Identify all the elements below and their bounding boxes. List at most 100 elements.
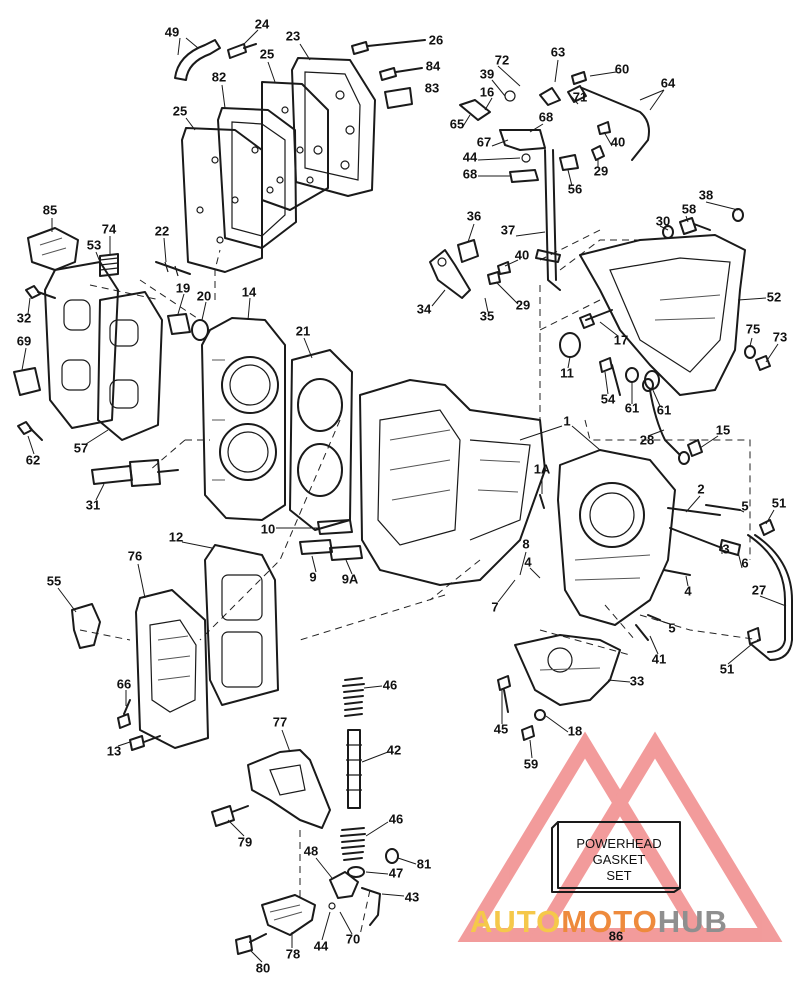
exhaust-cover-plate-23 [291,57,376,197]
callout-3: 3 [722,541,729,556]
hose-27 [747,534,793,661]
gasket-kit-line-2: GASKET [593,852,646,867]
callout-24: 24 [255,16,270,31]
callout-44: 44 [314,938,329,953]
callout-42: 42 [387,742,401,757]
callout-39: 39 [480,66,494,81]
screws-66-13 [117,699,161,751]
screw-80 [235,933,267,955]
cover-plate-53 [44,261,119,429]
callout-59: 59 [524,756,538,771]
callout-27: 27 [752,582,766,597]
dowel-pins-10-9-9A [299,519,363,561]
screws-45-18-59 [497,675,546,741]
callout-68: 68 [539,109,553,124]
callout-85: 85 [43,202,57,217]
callout-51: 51 [772,495,786,510]
bracket-85 [27,227,79,271]
watermark-auto: AUTO [470,904,561,939]
gasket-kit-box: POWERHEAD GASKET SET [551,821,681,893]
callout-21: 21 [296,323,310,338]
watermark-moto: MOTO [561,904,657,939]
ground-strap-28 [642,378,690,465]
callout-68: 68 [463,166,477,181]
lever-43-48 [328,871,381,926]
adapter-plate-76 [135,589,209,749]
callout-54: 54 [601,391,616,406]
callout-18: 18 [568,723,582,738]
callout-74: 74 [102,221,117,236]
callout-20: 20 [197,288,211,303]
callout-62: 62 [26,452,40,467]
screw-32 [25,285,56,299]
callout-29: 29 [516,297,530,312]
callout-26: 26 [429,32,443,47]
callout-61: 61 [657,402,671,417]
crankcase-cover [557,449,676,626]
throttle-shaft-37 [535,149,561,291]
gasket-kit-line-1: POWERHEAD [576,836,661,851]
callout-86: 86 [609,928,623,943]
callout-73: 73 [773,329,787,344]
callout-30: 30 [656,213,670,228]
callout-70: 70 [346,931,360,946]
callout-49: 49 [165,24,179,39]
callout-60: 60 [615,61,629,76]
watermark-wordmark: AUTOMOTOHUB [470,904,727,939]
link-rod-64 [581,87,650,161]
leader-lines [21,29,787,963]
callout-22: 22 [155,223,169,238]
callout-80: 80 [256,960,270,975]
callout-25: 25 [173,103,187,118]
callout-55: 55 [47,573,61,588]
callout-40: 40 [611,134,625,149]
callout-35: 35 [480,308,494,323]
callout-1A: 1A [534,461,551,476]
callout-52: 52 [767,289,781,304]
callout-53: 53 [87,237,101,252]
stud-22 [155,261,191,277]
roller-36 [457,239,479,263]
callout-9: 9 [309,569,316,584]
callout-75: 75 [746,321,760,336]
cylinder-block [359,379,546,586]
callout-65: 65 [450,116,464,131]
clip-83 [384,87,413,109]
hose-49 [174,39,221,81]
callout-29: 29 [594,163,608,178]
callout-10: 10 [261,521,275,536]
callout-79: 79 [238,834,252,849]
clamp-69 [13,367,41,396]
callout-77: 77 [273,714,287,729]
callout-12: 12 [169,529,183,544]
bracket-78 [261,894,316,936]
screw-26 [351,39,426,55]
callout-81: 81 [417,856,431,871]
callout-25: 25 [260,46,274,61]
callout-72: 72 [495,52,509,67]
callout-51: 51 [720,661,734,676]
callout-34: 34 [417,301,432,316]
spark-plug-31 [91,459,179,487]
spring-46-upper [342,677,365,717]
screw-79 [211,805,249,827]
callout-19: 19 [176,280,190,295]
gasket-12 [204,544,279,706]
gasket-kit-line-3: SET [606,868,631,883]
callout-61: 61 [625,400,639,415]
callout-8: 8 [522,536,529,551]
callout-17: 17 [614,332,628,347]
callout-48: 48 [304,843,318,858]
callout-47: 47 [389,865,403,880]
head-gasket-21 [289,349,353,531]
plunger-42 [346,729,362,809]
callout-84: 84 [426,58,441,73]
callout-40: 40 [515,247,529,262]
callout-33: 33 [630,673,644,688]
callout-36: 36 [467,208,481,223]
callout-38: 38 [699,187,713,202]
callout-64: 64 [661,75,676,90]
exhaust-plate-82 [217,107,297,249]
callout-1: 1 [563,413,570,428]
